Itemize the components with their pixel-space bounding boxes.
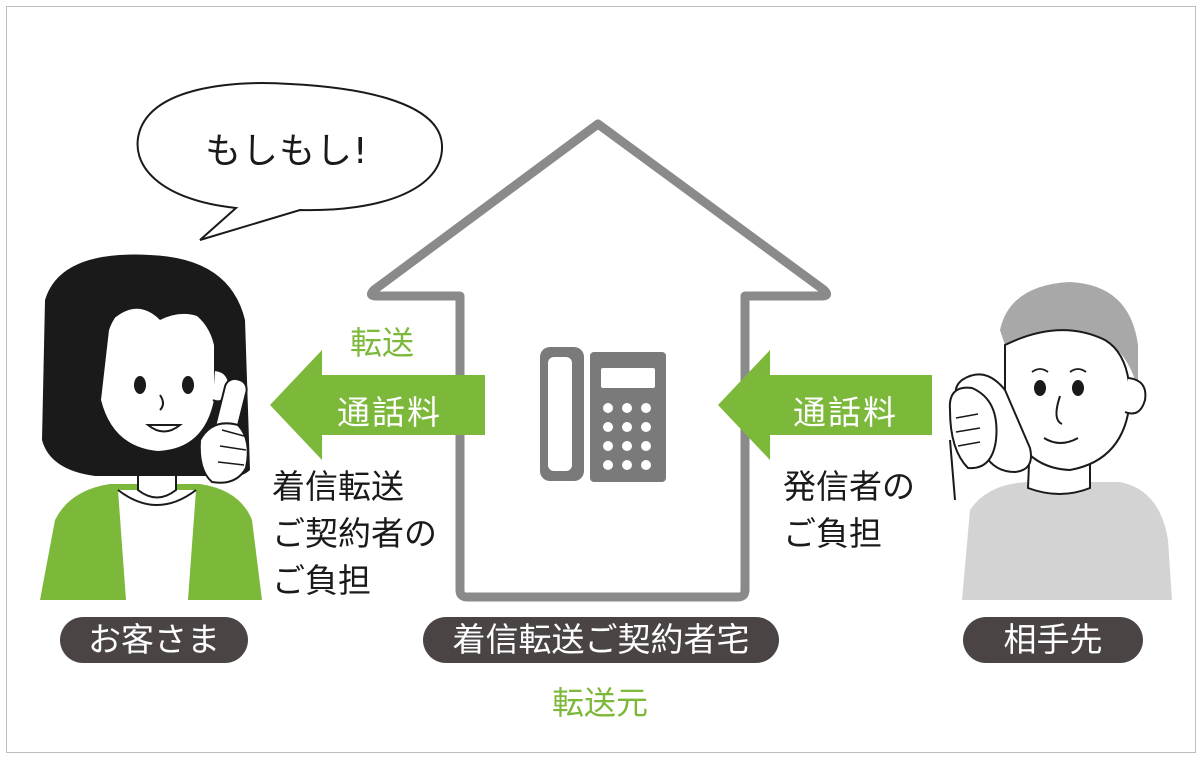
right-payer-text: 発信者の ご負担	[783, 463, 915, 557]
right-arrow-label: 通話料	[793, 393, 898, 432]
right-fee-arrow	[718, 350, 932, 460]
woman-on-phone-icon	[40, 254, 262, 600]
left-payer-line: ご契約者の	[272, 514, 437, 553]
right-payer-line: ご負担	[783, 514, 882, 553]
man-on-phone-icon	[948, 282, 1172, 600]
left-arrow-label: 通話料	[337, 393, 442, 432]
speech-bubble-text: もしもし!	[205, 131, 369, 172]
left-payer-text: 着信転送 ご契約者の ご負担	[272, 463, 437, 604]
transfer-origin-label: 転送元	[552, 684, 649, 722]
caller-label: 相手先	[963, 617, 1143, 663]
left-payer-line: ご負担	[272, 561, 371, 600]
desk-phone-icon	[540, 347, 666, 482]
house-outline-icon	[366, 119, 832, 602]
left-fee-arrow	[270, 350, 485, 460]
speech-bubble-icon	[136, 82, 444, 241]
house-label: 着信転送ご契約者宅	[423, 617, 779, 663]
customer-label: お客さま	[60, 617, 248, 663]
left-payer-line: 着信転送	[272, 467, 404, 506]
transfer-label: 転送	[350, 324, 415, 362]
right-payer-line: 発信者の	[783, 467, 915, 506]
